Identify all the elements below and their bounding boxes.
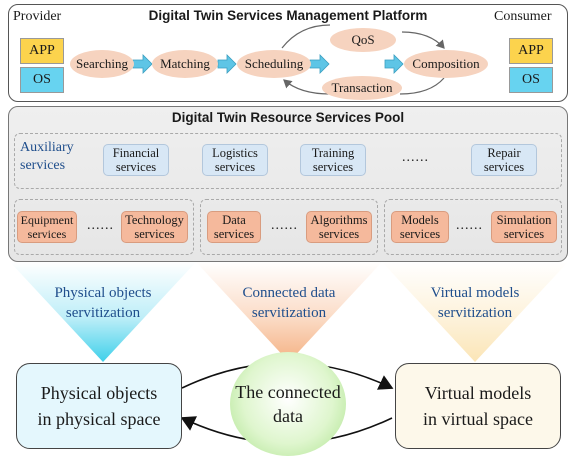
flow-matching: Matching xyxy=(152,50,218,78)
consumer-app-box: APP xyxy=(509,38,553,64)
loop-arrow-back xyxy=(283,79,331,95)
loop-arrow-to-qos xyxy=(401,31,445,49)
model-services-group xyxy=(384,199,562,255)
platform-title: Digital Twin Services Management Platfor… xyxy=(148,8,428,23)
consumer-os-box: OS xyxy=(509,67,553,93)
auxiliary-label: Auxiliary services xyxy=(20,140,74,173)
technology-services: Technology services xyxy=(121,211,188,243)
pool-title: Digital Twin Resource Services Pool xyxy=(171,110,405,125)
servitization-triangles xyxy=(10,262,568,362)
virtual-models-box: Virtual models in virtual space xyxy=(395,363,561,449)
flow-scheduling: Scheduling xyxy=(237,50,311,78)
flow-searching: Searching xyxy=(70,50,134,78)
block-arrow-2 xyxy=(217,54,237,74)
data-servitization-label: Connected data servitization xyxy=(242,285,336,321)
physical-ellipsis: ...... xyxy=(87,218,114,233)
model-ellipsis: ...... xyxy=(456,218,483,233)
data-services: Data services xyxy=(207,211,261,243)
data-services-group xyxy=(200,199,378,255)
resource-pool-panel xyxy=(8,106,568,262)
flow-arrows xyxy=(132,24,445,95)
transaction-ellipse: Transaction xyxy=(322,76,402,100)
loop-arrow-up xyxy=(281,24,331,49)
training-services: Training services xyxy=(300,144,366,176)
block-arrow-4 xyxy=(384,54,404,74)
qos-ellipse: QoS xyxy=(330,28,396,52)
physical-triangle xyxy=(10,262,196,362)
provider-os-box: OS xyxy=(20,67,64,93)
virtual-servitization-label: Virtual models servitization xyxy=(430,285,520,321)
flow-composition: Composition xyxy=(404,50,488,78)
data-ellipsis: ...... xyxy=(271,218,298,233)
repair-services: Repair services xyxy=(471,144,537,176)
algorithms-services: Algorithms services xyxy=(306,211,372,243)
provider-app-box: APP xyxy=(20,38,64,64)
virtual-triangle xyxy=(382,262,568,362)
equipment-services: Equipment services xyxy=(17,211,77,243)
auxiliary-services-row xyxy=(14,133,562,189)
physical-objects-box: Physical objects in physical space xyxy=(16,363,182,449)
block-arrow-1 xyxy=(132,54,153,74)
models-services: Models services xyxy=(391,211,449,243)
financial-services: Financial services xyxy=(103,144,169,176)
logistics-services: Logistics services xyxy=(202,144,268,176)
auxiliary-ellipsis: ...... xyxy=(402,150,429,165)
physical-services-group xyxy=(14,199,194,255)
block-arrow-3 xyxy=(309,54,330,74)
loop-arrow-down xyxy=(399,77,445,95)
provider-label: Provider xyxy=(13,9,62,24)
data-triangle xyxy=(196,262,382,362)
consumer-label: Consumer xyxy=(494,9,552,24)
physical-servitization-label: Physical objects servitization xyxy=(54,285,152,321)
simulation-services: Simulation services xyxy=(491,211,557,243)
connected-data-circle: The connected data xyxy=(230,352,346,456)
